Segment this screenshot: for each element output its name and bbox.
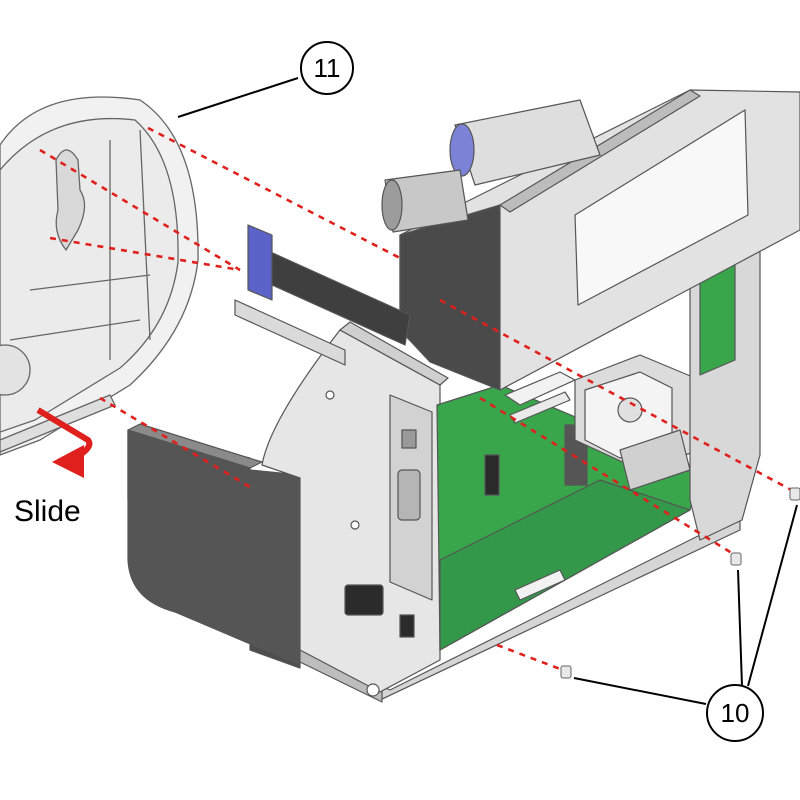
guide-line [479,396,736,557]
main-pcb-lower [439,479,691,651]
side-cover [0,96,199,456]
printer-body [127,89,800,703]
callout-leader [737,569,743,687]
frame-screw-hole [366,683,380,697]
callout-number: 11 [314,53,341,83]
media-guide-shaft [234,299,346,366]
screw [789,487,800,501]
gear [617,397,643,423]
power-switch [399,614,415,638]
slide-arrow-icon [36,407,93,478]
cover-rib [9,319,141,341]
top-housing-rim [499,89,701,213]
circle-callout-icon [300,41,354,95]
parallel-port [397,469,421,521]
cover-rib [29,274,151,291]
pcb-connector [484,454,500,496]
keyhole-slot [55,149,86,251]
top-housing-window [574,109,749,306]
guide-line [39,148,241,272]
callout-leader [747,504,798,687]
side-frame-top-lip [339,321,449,386]
slide-arrow-shaft [36,407,93,465]
frame-screw-hole [350,520,360,530]
guide-line [439,298,796,494]
ribbon-rewind-hub [381,179,403,231]
screw [560,665,572,679]
usb-port [401,429,417,449]
callout-leader [177,77,299,118]
pcb-connector [514,569,566,601]
callout-11: 11 [177,41,354,118]
media-guide-blue [247,224,273,301]
circle-callout-icon [706,684,764,742]
callout-leader [573,677,707,705]
pcb-connector [509,391,571,424]
side-cover-inner-rim [0,117,179,433]
guide-line [49,236,241,272]
slide-label: Slide [14,495,81,528]
cover-rib [139,129,151,341]
callout-number: 10 [721,698,750,728]
slide-arrow-head [52,445,84,478]
callout-10: 10 [573,504,798,742]
guide-line [496,643,569,674]
frame-screw-hole [325,390,335,400]
guide-lines [39,126,796,674]
screws [560,487,800,679]
ribbon-spindle-hub [449,123,475,177]
power-inlet [344,584,384,616]
guide-line [99,396,251,489]
screw [730,552,742,566]
cover-round-cutout [0,344,31,396]
